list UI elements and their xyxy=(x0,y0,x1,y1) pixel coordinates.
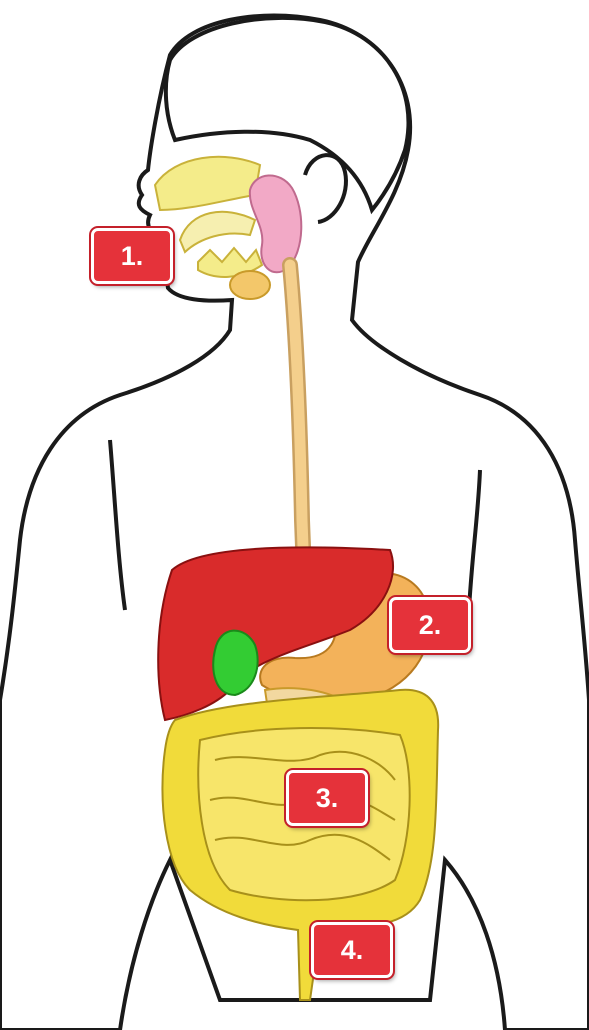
sublingual-gland xyxy=(230,271,270,299)
callout-label-2: 2. xyxy=(389,597,471,653)
callout-label-3: 3. xyxy=(286,770,368,826)
callout-label-4: 4. xyxy=(311,922,393,978)
gallbladder xyxy=(213,631,257,695)
callout-label-1: 1. xyxy=(91,228,173,284)
